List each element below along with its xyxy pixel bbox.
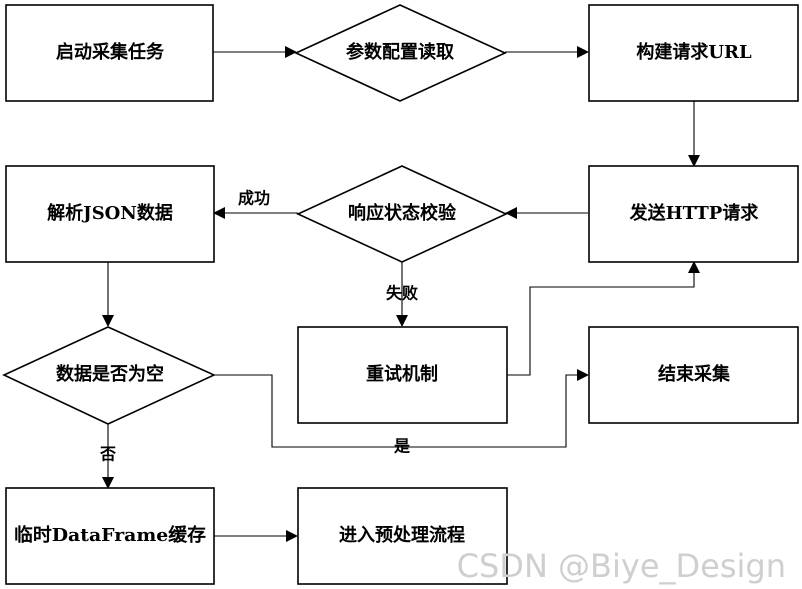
config-decision: 参数配置读取 [294, 4, 507, 102]
preprocess-node: 进入预处理流程 [297, 487, 508, 585]
edge-label-failure: 失败 [386, 284, 418, 303]
send-http-label: 发送HTTP请求 [629, 202, 760, 224]
edge-label-yes: 是 [393, 437, 410, 456]
send-http-node: 发送HTTP请求 [588, 165, 799, 263]
edge-retry-to-send-http [507, 261, 700, 376]
build-url-node: 构建请求URL [588, 4, 799, 102]
retry-label: 重试机制 [366, 363, 438, 385]
edge-empty-check-to-end-yes [214, 369, 589, 448]
end-label: 结束采集 [658, 363, 731, 385]
config-label: 参数配置读取 [346, 41, 455, 63]
build-url-label: 构建请求URL [636, 41, 752, 63]
parse-json-node: 解析JSON数据 [5, 165, 215, 263]
edge-label-no: 否 [99, 445, 116, 464]
empty-check-decision: 数据是否为空 [2, 326, 216, 425]
start-label: 启动采集任务 [56, 41, 165, 63]
watermark: CSDN @Biye_Design [457, 547, 786, 585]
edges [102, 46, 700, 542]
check-status-decision: 响应状态校验 [296, 165, 508, 263]
retry-node: 重试机制 [297, 326, 508, 424]
cache-node: 临时DataFrame缓存 [5, 487, 215, 585]
cache-label: 临时DataFrame缓存 [14, 524, 206, 546]
start-node: 启动采集任务 [5, 4, 214, 102]
empty-check-label: 数据是否为空 [56, 363, 164, 385]
end-node: 结束采集 [588, 326, 799, 424]
preprocess-label: 进入预处理流程 [339, 524, 465, 546]
edge-label-success: 成功 [238, 189, 270, 208]
check-status-label: 响应状态校验 [348, 202, 457, 224]
parse-json-label: 解析JSON数据 [47, 202, 173, 224]
